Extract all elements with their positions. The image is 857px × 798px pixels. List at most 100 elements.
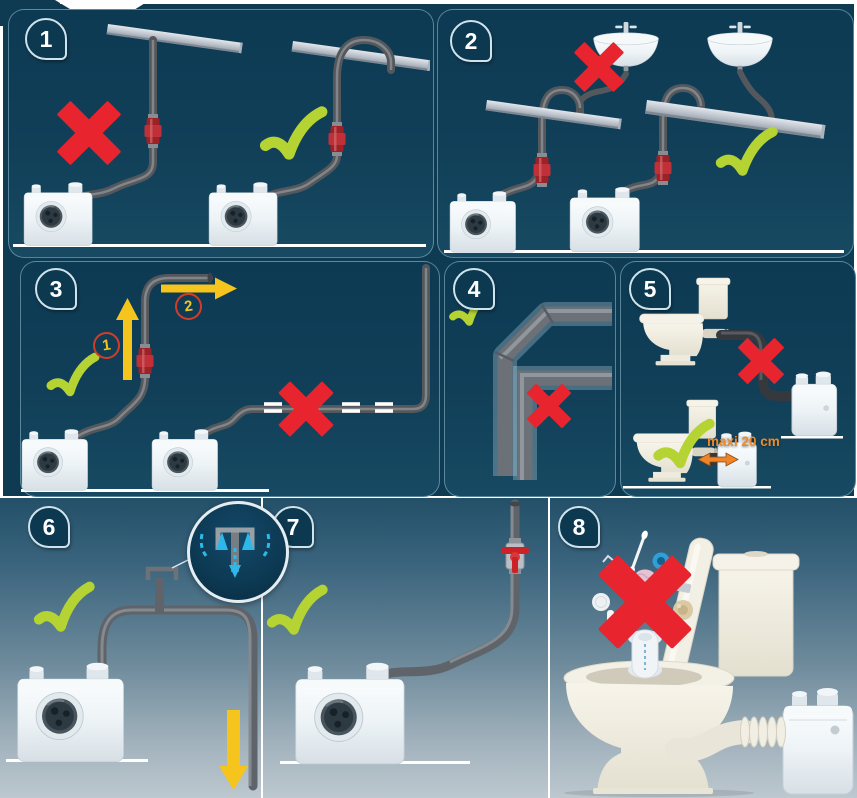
toilet-tank xyxy=(712,551,800,677)
pipe-end-cap xyxy=(207,272,213,284)
floor-line xyxy=(444,250,844,253)
macerator-pump xyxy=(16,661,125,763)
panel-3-badge: 3 xyxy=(35,268,77,310)
discharge-loop-pipe xyxy=(97,605,258,791)
air-flow-dashes xyxy=(199,533,210,560)
inline-valve xyxy=(328,122,346,156)
panel-5-badge: 5 xyxy=(629,268,671,310)
panel6-7-separator xyxy=(260,498,263,798)
sink-drain-correct xyxy=(737,69,775,129)
inline-valve xyxy=(654,151,672,185)
panel-6-number: 6 xyxy=(42,513,56,540)
panel-5-illustration xyxy=(623,277,843,489)
sanitary-pad xyxy=(628,629,662,679)
discharge-pipe xyxy=(375,499,521,683)
left-page-edge xyxy=(0,26,3,496)
panel-7-number: 7 xyxy=(286,513,300,540)
pipe-end-cap xyxy=(509,501,521,507)
pipe-bend-sharp xyxy=(517,370,612,480)
pipe-bend-correct xyxy=(494,304,612,476)
panel-6-badge: 6 xyxy=(28,506,70,548)
toilet-bowl xyxy=(563,660,735,794)
panel-8-badge: 8 xyxy=(558,506,600,548)
panel-1-number: 1 xyxy=(39,25,53,52)
panel-1-illustration xyxy=(13,24,430,247)
panel-2-badge: 2 xyxy=(450,20,492,62)
wall-drain-beam xyxy=(106,24,243,54)
max-distance-label: maxi 20 cm xyxy=(707,434,780,449)
pipe-joint xyxy=(494,350,515,363)
macerator-pump xyxy=(294,661,406,766)
panel-4-badge: 4 xyxy=(453,268,495,310)
check-icon xyxy=(719,132,775,172)
panel-2-illustration xyxy=(444,21,844,254)
panel-3-number: 3 xyxy=(49,275,63,302)
wall-drain-beam xyxy=(485,100,622,130)
cotton-pad xyxy=(592,593,610,611)
flow-arrow-down xyxy=(219,710,248,790)
vent-detail-drawing xyxy=(199,527,271,578)
floor-line xyxy=(21,489,269,492)
panel-5-number: 5 xyxy=(643,275,657,302)
flow-arrow-right xyxy=(161,277,237,300)
macerator-pump xyxy=(151,428,219,492)
outlet-coupling xyxy=(665,716,786,763)
bottle-cap-hole xyxy=(657,557,665,565)
panel-4-number: 4 xyxy=(467,275,481,302)
panel-5: 5 maxi 20 cm xyxy=(620,261,856,497)
pipe-joint xyxy=(540,304,555,324)
panel-2-number: 2 xyxy=(464,27,478,54)
panel-8-illustration xyxy=(563,530,854,797)
macerator-pump xyxy=(208,181,278,247)
macerator-pump xyxy=(21,428,89,492)
panel-2: 2 xyxy=(437,9,854,258)
macerator-pump xyxy=(449,190,517,254)
toilet xyxy=(633,399,719,483)
macerator-pump xyxy=(23,181,93,247)
panel-8: 8 xyxy=(549,498,857,798)
floor-line xyxy=(623,486,771,489)
shutoff-valve xyxy=(501,538,529,574)
right-page-edge xyxy=(854,0,857,497)
inline-valve xyxy=(144,114,162,148)
wall-drain-beam xyxy=(645,100,826,139)
flush-button xyxy=(744,551,768,557)
air-in-arrow xyxy=(242,532,254,550)
panel-3-illustration xyxy=(21,264,430,492)
air-in-arrow xyxy=(216,532,228,550)
panel-7-illustration xyxy=(262,499,529,766)
air-flow-dashes xyxy=(260,533,271,560)
vent-cap xyxy=(215,527,255,550)
panel-8-number: 8 xyxy=(572,513,586,540)
flow-arrow-up xyxy=(116,298,139,380)
inline-valve xyxy=(136,344,154,378)
wall-drain-beam xyxy=(291,41,430,71)
discharge-pipe-correct xyxy=(68,272,213,444)
floor-line xyxy=(781,436,843,439)
check-icon xyxy=(36,587,93,629)
vent-tee xyxy=(145,566,179,612)
discharge-pipe-correct xyxy=(258,35,395,204)
panel-1-badge: 1 xyxy=(25,18,67,60)
cross-icon xyxy=(56,100,122,166)
check-icon xyxy=(48,357,98,394)
check-icon xyxy=(263,112,324,156)
inline-valve xyxy=(533,153,551,187)
water-down-arrow xyxy=(229,565,241,578)
panel-6-illustration xyxy=(6,555,258,791)
panel-1: 1 xyxy=(8,9,434,258)
compact-macerator xyxy=(791,371,838,437)
panel7-8-separator xyxy=(547,498,550,798)
discharge-pipe-wrong-horizontal xyxy=(198,264,430,439)
row-separator xyxy=(0,495,857,498)
panel-7: 7 xyxy=(262,498,548,798)
check-icon xyxy=(269,590,326,632)
panel-6: 6 xyxy=(0,498,289,798)
panel-4: 4 xyxy=(444,261,616,497)
panel-3: 3 1 2 xyxy=(20,261,440,497)
washbasin xyxy=(707,21,773,72)
tall-macerator-pump xyxy=(782,688,854,795)
top-page-edge xyxy=(60,0,857,4)
panel-4-illustration xyxy=(445,262,612,480)
distance-arrow xyxy=(697,452,739,467)
